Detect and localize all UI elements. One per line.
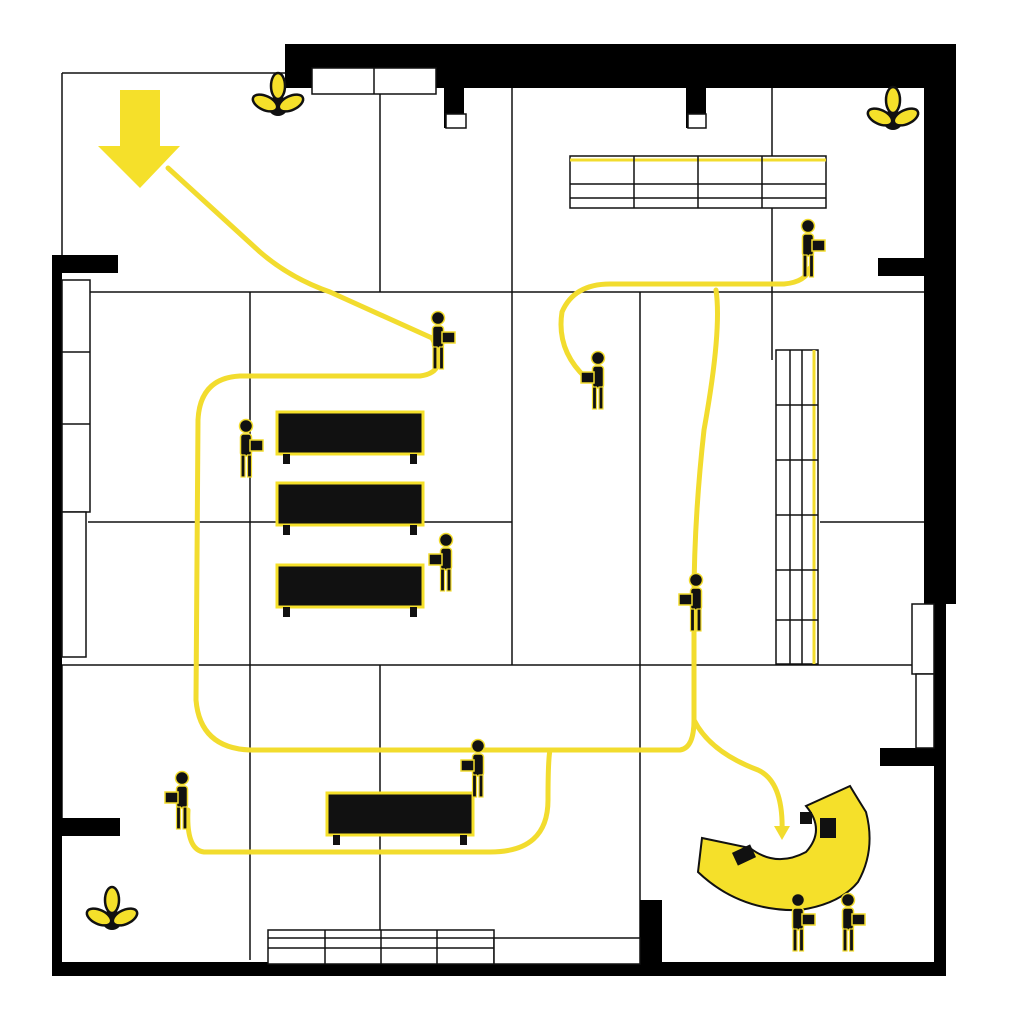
entrance-arrow-icon <box>98 90 180 188</box>
left-wall-shelving <box>61 279 91 658</box>
top-shelving-unit <box>569 155 827 209</box>
checkout-counter <box>696 784 871 912</box>
walls <box>52 44 956 976</box>
bottom-shelving-unit <box>267 929 641 965</box>
right-shelving-unit <box>775 349 819 665</box>
